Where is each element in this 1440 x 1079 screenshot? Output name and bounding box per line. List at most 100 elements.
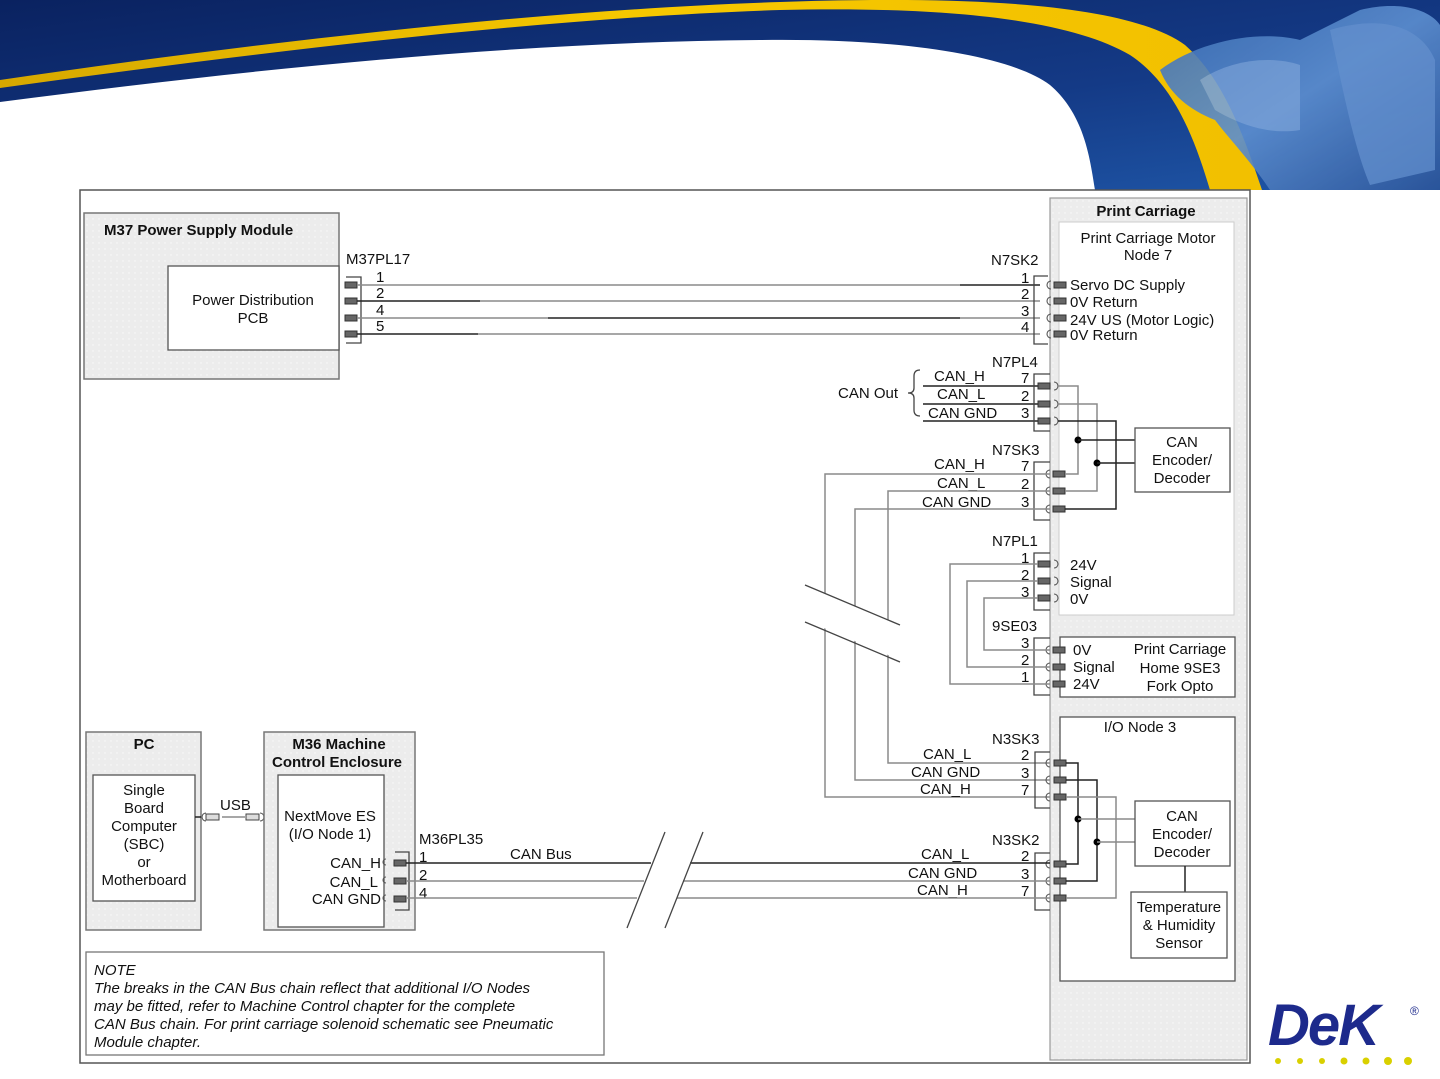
n7sk2-pin-1 <box>1053 281 1067 289</box>
fork-opto-sensor-box <box>1059 636 1236 698</box>
m37pl17-pin-label-1: 1 <box>376 269 384 286</box>
n7pl1-pin-label-3: 3 <box>1021 584 1029 601</box>
n7sk2-pin-4 <box>1053 330 1067 338</box>
n3sk3-signal-can-l: CAN_L <box>923 746 971 763</box>
can-out-label: CAN Out <box>838 385 899 402</box>
can-h-run <box>824 473 1050 798</box>
can-bus-break-mark-left <box>626 831 666 929</box>
m36-title-line2: Control Enclosure <box>272 754 402 771</box>
n7pl4-label: N7PL4 <box>992 354 1038 371</box>
m37pl17-pin-label-4: 4 <box>376 302 384 319</box>
n7sk2-signal-24v-us: 24V US (Motor Logic) <box>1070 312 1214 329</box>
node7-encoder-line2: Encoder/ <box>1152 452 1213 469</box>
n7sk2-pin-3 <box>1053 314 1067 322</box>
n3sk2-pin-label-3: 3 <box>1021 866 1029 883</box>
n3sk2-pin-2 <box>1053 860 1067 868</box>
n7sk2-signal-0v-return-1: 0V Return <box>1070 294 1138 311</box>
cable-break-gap <box>805 585 900 660</box>
pcb-label-line1: Power Distribution <box>192 292 314 309</box>
n7pl1-pin-2 <box>1037 577 1051 585</box>
node7-can-routing: CAN Encoder/ Decoder <box>1058 385 1231 510</box>
n3sk2-pin-label-7: 7 <box>1021 883 1029 900</box>
sbc-line1: Single <box>123 782 165 799</box>
m36-title-line1: M36 Machine <box>292 736 385 753</box>
m37pl17-pin-5 <box>344 330 358 338</box>
can-bus-wires <box>406 831 1050 929</box>
m37pl17-pin-1 <box>344 281 358 289</box>
n7pl1-signal-24v: 24V <box>1070 557 1097 574</box>
n7sk2-signal-servo-dc-supply: Servo DC Supply <box>1070 277 1186 294</box>
node7-can-encoder-decoder <box>1134 427 1231 493</box>
n3sk3-bracket <box>1034 751 1050 809</box>
n7pl4-signal-can-gnd: CAN GND <box>928 405 997 422</box>
n7pl1-signal-signal: Signal <box>1070 574 1112 591</box>
n7pl1-pin-1 <box>1037 560 1051 568</box>
motor-node-label-line2: Node 7 <box>1124 247 1172 264</box>
node3-encoder-line2: Encoder/ <box>1152 826 1213 843</box>
nextmove-signal-can-gnd: CAN GND <box>312 891 381 908</box>
registered-mark: ® <box>1410 1004 1419 1018</box>
sensor-line1: Temperature <box>1137 899 1221 916</box>
9se03-signal-24v: 24V <box>1073 676 1100 693</box>
n7pl1-pin-3 <box>1037 594 1051 602</box>
banner-white-area <box>0 39 1095 190</box>
m36-machine-control-enclosure: M36 Machine Control Enclosure NextMove E… <box>263 731 416 931</box>
cable-break-mark-upper <box>804 584 901 626</box>
node3-encoder-line1: CAN <box>1166 808 1198 825</box>
m36pl35-pin-4 <box>393 895 407 903</box>
n3sk3-pin-label-2: 2 <box>1021 747 1029 764</box>
n7pl4-pin-label-3: 3 <box>1021 405 1029 422</box>
usb-plug-m36 <box>245 813 260 821</box>
power-wires <box>357 284 1040 335</box>
9se03-label: 9SE03 <box>992 618 1037 635</box>
n7pl1-label: N7PL1 <box>992 533 1038 550</box>
nextmove-es-io-node1 <box>277 774 385 928</box>
n3sk2-signal-can-l: CAN_L <box>921 846 969 863</box>
io-node-3-title: I/O Node 3 <box>1104 719 1177 736</box>
sbc-line5: or <box>137 854 150 871</box>
banner-gold-swoosh <box>0 0 1262 190</box>
cable-break-mark-lower <box>804 621 901 663</box>
m37pl17-pin-label-5: 5 <box>376 318 384 335</box>
note-line-4: Module chapter. <box>94 1034 201 1051</box>
n7sk3-connector: N7SK3 CAN_H CAN_L CAN GND 7 2 3 <box>922 442 1066 521</box>
n7sk3-pin-label-3: 3 <box>1021 494 1029 511</box>
opto-sensor-wires <box>949 563 1050 685</box>
can-chain-node7-to-node3 <box>804 473 1050 798</box>
fork-opto-line3: Fork Opto <box>1147 678 1214 695</box>
n7sk2-label: N7SK2 <box>991 252 1039 269</box>
nextmove-line1: NextMove ES <box>284 808 376 825</box>
n3sk3-pin-7 <box>1053 793 1067 801</box>
n7sk2-connector: N7SK2 1 2 3 4 Servo DC Supply 0V Return … <box>991 252 1214 345</box>
nextmove-line2: (I/O Node 1) <box>289 826 372 843</box>
m36pl35-pin-label-2: 2 <box>419 867 427 884</box>
node7-encoder-line3: Decoder <box>1154 470 1211 487</box>
n7sk2-signal-0v-return-2: 0V Return <box>1070 327 1138 344</box>
n3sk2-pin-label-2: 2 <box>1021 848 1029 865</box>
note-heading: NOTE <box>94 962 137 979</box>
9se03-pin-1 <box>1052 680 1066 688</box>
n7sk3-pin-3 <box>1052 505 1066 513</box>
node7-encoder-line1: CAN <box>1166 434 1198 451</box>
n7pl4-connector: N7PL4 CAN Out CAN_H CAN_L CAN GND 7 2 3 <box>838 354 1059 432</box>
n7pl4-bracket <box>1033 373 1050 432</box>
logo-dots <box>1275 1057 1412 1065</box>
n3sk2-signal-can-h: CAN_H <box>917 882 968 899</box>
power-distribution-pcb <box>167 265 340 351</box>
m37pl17-pin-label-2: 2 <box>376 285 384 302</box>
m37pl17-pin-4 <box>344 314 358 322</box>
sbc-line3: Computer <box>111 818 177 835</box>
sbc-line2: Board <box>124 800 164 817</box>
n3sk3-pin-label-7: 7 <box>1021 782 1029 799</box>
note-line-2: may be fitted, refer to Machine Control … <box>94 998 515 1015</box>
opto-wire-24v <box>949 563 1050 685</box>
sbc-line4: (SBC) <box>124 836 165 853</box>
m37pl17-connector-bracket <box>346 276 362 344</box>
n7pl4-pin-label-2: 2 <box>1021 388 1029 405</box>
n3sk2-pin-7 <box>1053 894 1067 902</box>
can-out-brace <box>907 369 921 417</box>
n7pl4-pin-3 <box>1037 417 1051 425</box>
can-gnd-run <box>854 508 1050 781</box>
n7sk3-pin-label-2: 2 <box>1021 476 1029 493</box>
